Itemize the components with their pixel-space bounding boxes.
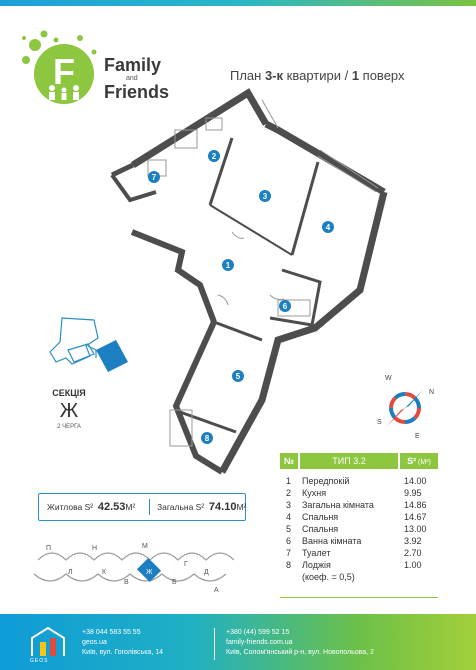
geos-logo [31,626,65,656]
room-label-6: 6 [283,302,288,311]
section-label: СЕКЦІЯ Ж 2 ЧЕРГА [44,388,94,430]
top-gradient-bar [0,0,476,6]
section-highlight [96,340,128,372]
wall-interior-1 [208,137,234,206]
footer-phone-2[interactable]: +380 (44) 599 52 15 [226,629,290,636]
wall-outer-north [131,88,270,168]
room-table-header: № ТИП 3.2 S² (М²) [280,453,438,469]
map-label-p: П [46,545,51,552]
brand-word-and: and [126,75,138,82]
wall-interior-3 [209,204,293,256]
header-area: S² (М²) [400,453,438,469]
wall-outer-northeast [264,120,386,196]
room-marker-3 [259,190,271,202]
wall-outer-southwest [172,320,224,475]
room-markers: 1 2 3 4 5 6 7 8 [148,150,334,444]
logo-letter: F [53,51,75,92]
wall-entry [110,162,135,178]
total-area: Загальна S² 74.10М² [157,501,247,513]
room-label-8: 8 [205,434,210,443]
compass-s: S [377,419,382,426]
room-marker-5 [232,370,244,382]
loggia-coefficient-note: (коеф. = 0,5) [302,572,355,582]
map-label-m: М [142,543,148,550]
living-area: Житлова S² 42.53М² [47,501,136,513]
map-label-d: Д [204,569,209,576]
area-divider [149,499,150,515]
room-marker-7 [148,171,160,183]
footer-divider [214,628,215,660]
compass-e: E [415,433,420,440]
map-label-v: В [124,579,129,586]
complex-map: П Н М Л К В Ж Б Г Д А [33,543,235,594]
section-title: СЕКЦІЯ [52,388,86,398]
brand-wordmark: Family and Friends [104,56,169,101]
area-summary: Житлова S² 42.53М² Загальна S² 74.10М² [38,493,246,521]
wall-outer-east [218,191,388,474]
geos-wordmark: GEOS [30,658,49,664]
compass-n: N [429,389,434,396]
floor-plan: 1 2 3 4 5 6 7 8 [110,88,388,475]
wall-toilet [110,173,157,203]
map-label-l: Л [68,569,73,576]
table-bottom-line [280,597,438,598]
map-label-n: Н [92,545,97,552]
section-diagram [49,317,128,372]
room-marker-4 [322,221,334,233]
room-label-4: 4 [326,223,331,232]
room-marker-8 [201,432,213,444]
section-letter: Ж [59,400,79,422]
compass-w: W [385,375,392,382]
wall-outer-west [130,229,217,324]
room-label-5: 5 [236,372,241,381]
footer-address-1: Київ, вул. Гоголівська, 14 [82,649,163,656]
brand-word-family: Family [104,55,162,75]
table-note-row: (коеф. = 0,5) [280,571,438,583]
wall-loggia [179,410,237,434]
footer: GEOS +38 044 583 55 55 geos.ua Київ, вул… [0,614,476,670]
brand-word-friends: Friends [104,82,170,102]
room-marker-1 [222,259,234,271]
room-label-2: 2 [212,152,217,161]
footer-contacts-complex: +380 (44) 599 52 15 family-friends.com.u… [226,628,374,658]
footer-address-2: Київ, Солом'янський р-н, вул. Новопольов… [226,649,374,656]
footer-site-2[interactable]: family-friends.com.ua [226,639,293,646]
family-friends-logo: F [22,30,97,104]
map-label-a: А [214,587,219,594]
wall-bedroom5 [213,320,263,342]
header-type: ТИП 3.2 [300,453,398,469]
header-num: № [280,453,298,469]
wall-interior-2 [290,161,320,256]
section-queue: 2 ЧЕРГА [57,424,81,430]
map-label-zh: Ж [146,569,153,576]
room-label-1: 1 [226,261,231,270]
map-highlight-section [136,557,162,583]
plan-title: План 3-к квартири / 1 поверх [230,68,405,83]
map-label-k: К [102,569,107,576]
compass-rose: W N S E [377,375,434,440]
room-label-7: 7 [152,173,157,182]
footer-phone-1[interactable]: +38 044 583 55 55 [82,629,141,636]
footer-site-1[interactable]: geos.ua [82,639,107,646]
footer-contacts-developer: +38 044 583 55 55 geos.ua Київ, вул. Гог… [82,628,163,658]
wall-bath [269,268,322,327]
room-marker-6 [279,300,291,312]
room-marker-2 [208,150,220,162]
room-label-3: 3 [263,192,268,201]
map-label-g: Г [184,561,188,568]
map-label-b: Б [172,579,177,586]
